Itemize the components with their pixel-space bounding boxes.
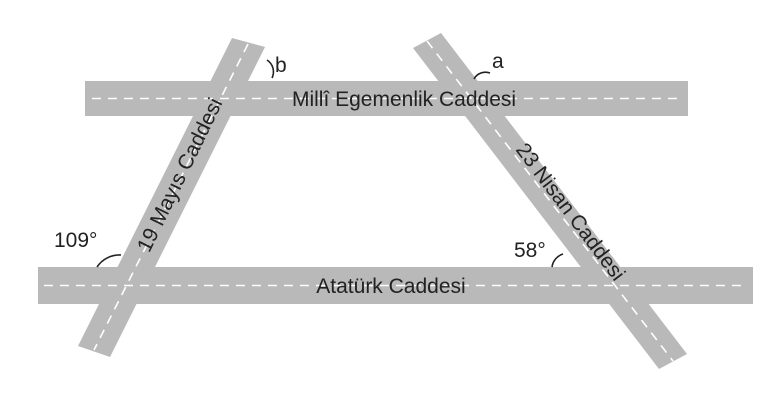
- angle-label-b: b: [275, 54, 287, 77]
- angle-arc-58: [551, 253, 564, 268]
- angle-arc-b: [266, 59, 275, 79]
- road-right: [413, 33, 687, 369]
- angle-label-58: 58°: [514, 239, 546, 262]
- street-label-bottom: Atatürk Caddesi: [316, 275, 465, 298]
- angle-arc-109: [96, 254, 122, 268]
- street-label-top: Millî Egemenlik Caddesi: [292, 88, 516, 111]
- angle-label-109: 109°: [54, 229, 97, 252]
- angle-label-a: a: [492, 50, 504, 73]
- centerline-right: [426, 40, 674, 362]
- angle-arc-a: [473, 71, 491, 80]
- street-label-right: 23 Nisan Caddesi: [511, 139, 629, 285]
- street-label-left: 19 Mayıs Caddesi: [133, 95, 227, 256]
- road-left: [78, 38, 265, 357]
